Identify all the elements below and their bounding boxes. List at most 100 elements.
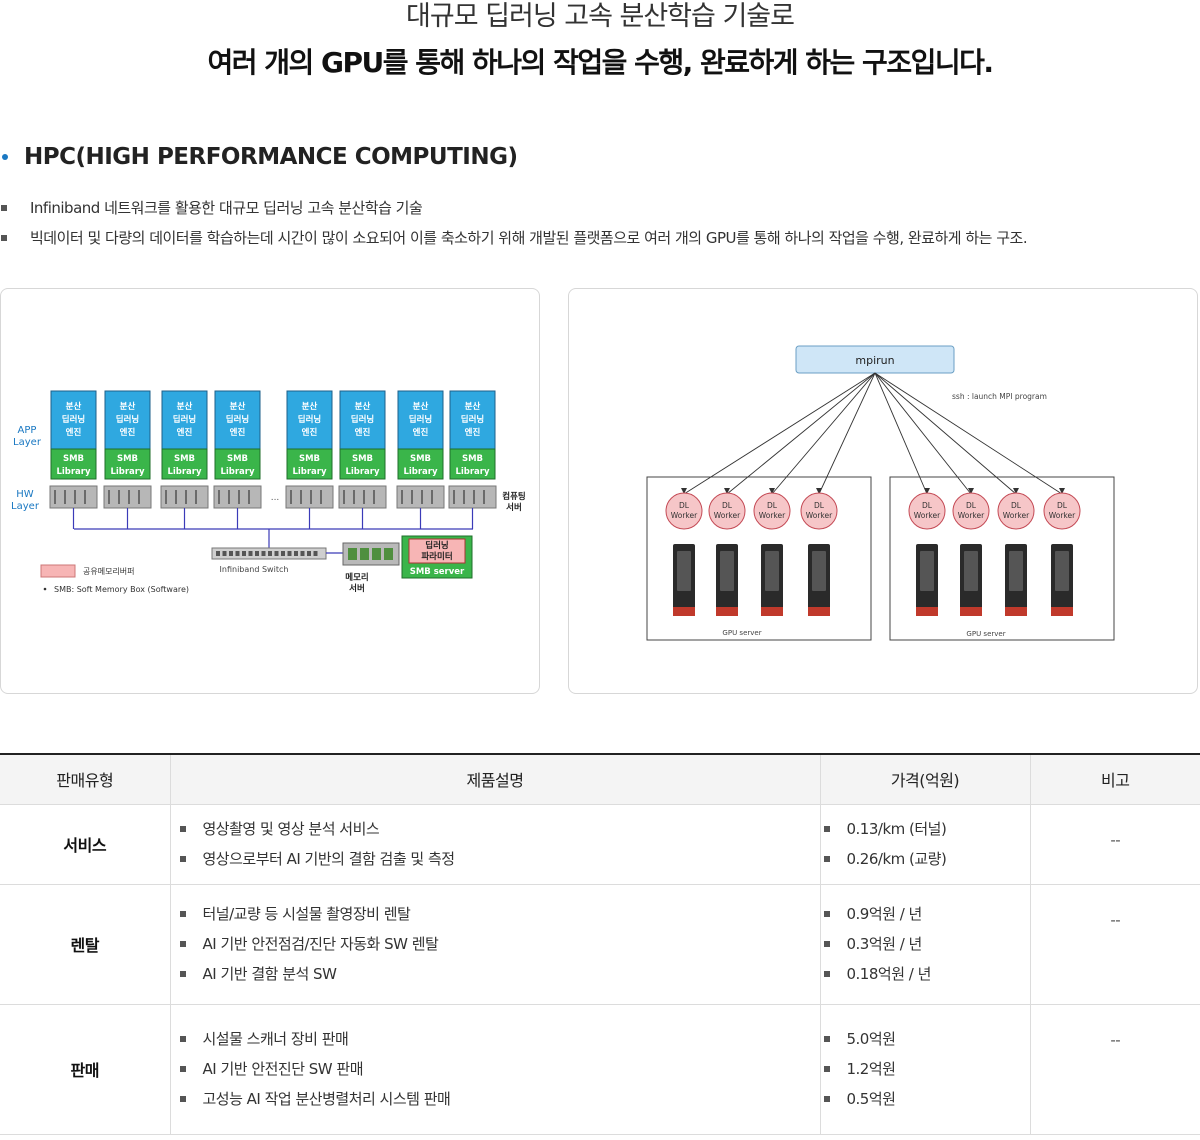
square-bullet-icon bbox=[823, 941, 830, 947]
dl-parameter-block bbox=[408, 538, 466, 564]
square-bullet-icon bbox=[823, 826, 830, 832]
smb-library-block bbox=[50, 448, 97, 480]
cell-type: 렌탈 bbox=[0, 884, 170, 1005]
list-item: 시설물 스캐너 장비 판매 bbox=[179, 1024, 820, 1054]
legend-shared-memory-label: 공유메모리버퍼 bbox=[83, 566, 135, 576]
computing-server-icon bbox=[160, 485, 209, 509]
dl-worker-node bbox=[665, 492, 703, 530]
square-bullet-icon bbox=[179, 856, 186, 862]
dl-engine-block bbox=[214, 390, 261, 450]
gpu-stripe-icon bbox=[673, 607, 695, 616]
gpu-fan-icon bbox=[720, 551, 734, 591]
memory-module-icon bbox=[348, 548, 357, 560]
mpi-launch-arrow bbox=[771, 372, 876, 495]
switch-port-icon bbox=[313, 551, 318, 556]
smb-library-block bbox=[161, 448, 208, 480]
section-description: Infiniband 네트워크를 활용한 대규모 딥러닝 고속 분산학습 기술 … bbox=[0, 193, 1200, 253]
square-bullet-icon bbox=[179, 1036, 186, 1042]
arrowhead-icon bbox=[1059, 488, 1065, 494]
arrowhead-icon bbox=[924, 488, 930, 494]
square-bullet-icon bbox=[1, 235, 7, 241]
section-title-text: HPC(HIGH PERFORMANCE COMPUTING) bbox=[24, 144, 518, 170]
square-bullet-icon bbox=[823, 911, 830, 917]
header-product: 제품설명 bbox=[169, 753, 820, 805]
list-item: 0.18억원 / 년 bbox=[823, 959, 1030, 989]
header-price: 가격(억원) bbox=[819, 753, 1030, 805]
legend-smb-label: SMB: Soft Memory Box (Software) bbox=[54, 585, 189, 594]
square-bullet-icon bbox=[823, 1066, 830, 1072]
computing-server-icon bbox=[49, 485, 98, 509]
square-bullet-icon bbox=[179, 911, 186, 917]
gpu-server-label: GPU server bbox=[722, 629, 761, 637]
mpi-launch-arrow bbox=[874, 372, 928, 495]
smb-library-block bbox=[449, 448, 496, 480]
list-item: 영상촬영 및 영상 분석 서비스 bbox=[179, 814, 820, 844]
list-item: 0.26/km (교량) bbox=[823, 844, 1030, 874]
legend-swatch bbox=[40, 564, 76, 578]
gpu-server-box bbox=[646, 476, 872, 641]
switch-port-icon bbox=[294, 551, 298, 556]
mpi-launch-arrow bbox=[874, 372, 972, 495]
smb-server-label: SMB server bbox=[410, 567, 465, 577]
cell-note: -- bbox=[1029, 884, 1200, 1005]
list-item: 0.13/km (터널) bbox=[823, 814, 1030, 844]
square-bullet-icon bbox=[179, 826, 186, 832]
list-item: 0.3억원 / 년 bbox=[823, 929, 1030, 959]
dl-worker-node bbox=[908, 492, 946, 530]
list-item: AI 기반 결함 분석 SW bbox=[179, 959, 820, 989]
dl-worker-node bbox=[753, 492, 791, 530]
memory-module-icon bbox=[384, 548, 393, 560]
dl-worker-node bbox=[997, 492, 1035, 530]
switch-port-icon bbox=[307, 551, 311, 556]
dl-engine-block bbox=[449, 390, 496, 450]
dl-worker-node bbox=[800, 492, 838, 530]
list-item: AI 기반 안전점검/진단 자동화 SW 렌탈 bbox=[179, 929, 820, 959]
switch-port-icon bbox=[248, 551, 253, 556]
headline-line1: 대규모 딥러닝 고속 분산학습 기술로 bbox=[406, 1, 795, 32]
description-item: 빅데이터 및 다량의 데이터를 학습하는데 시간이 많이 소요되어 이를 축소하… bbox=[0, 223, 1200, 253]
switch-port-icon bbox=[235, 551, 240, 556]
computing-server-icon bbox=[213, 485, 262, 509]
ellipsis-label: ... bbox=[271, 493, 280, 503]
square-bullet-icon bbox=[179, 941, 186, 947]
gpu-fan-icon bbox=[812, 551, 826, 591]
dl-engine-block bbox=[161, 390, 208, 450]
switch-port-icon bbox=[255, 551, 259, 556]
cell-type: 판매 bbox=[0, 1004, 170, 1135]
infiniband-switch-label: Infiniband Switch bbox=[220, 565, 289, 574]
cell-note: -- bbox=[1029, 804, 1200, 885]
gpu-server-label: GPU server bbox=[966, 630, 1005, 638]
list-item: 1.2억원 bbox=[823, 1054, 1030, 1084]
gpu-server-box bbox=[889, 476, 1115, 641]
mpi-launch-arrow bbox=[683, 372, 876, 495]
cell-note: -- bbox=[1029, 1004, 1200, 1135]
dl-engine-block bbox=[50, 390, 97, 450]
switch-port-icon bbox=[242, 551, 246, 556]
headline-line2: 여러 개의 GPU를 통해 하나의 작업을 수행, 완료하게 하는 구조입니다. bbox=[207, 46, 994, 79]
square-bullet-icon bbox=[179, 1066, 186, 1072]
gpu-fan-icon bbox=[765, 551, 779, 591]
